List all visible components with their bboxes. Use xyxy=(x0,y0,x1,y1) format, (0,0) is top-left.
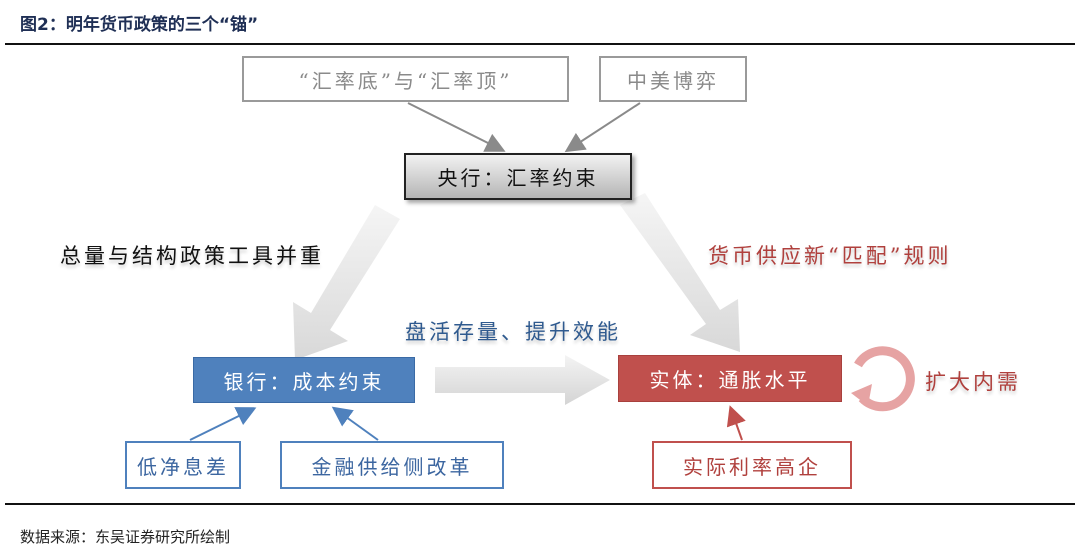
label-middle: 盘活存量、提升效能 xyxy=(405,320,621,344)
cycle-arrow-icon xyxy=(851,346,915,412)
arrow-realrate-to-entity xyxy=(726,405,746,441)
top-rule xyxy=(5,43,1075,45)
box-low-nim: 低净息差 xyxy=(125,441,241,489)
arrow-nim-to-bank xyxy=(189,407,257,441)
arrow-reform-to-bank xyxy=(331,406,379,441)
box-financial-reform: 金融供给侧改革 xyxy=(280,441,504,489)
bottom-rule xyxy=(5,503,1075,505)
source-note: 数据来源：东吴证券研究所绘制 xyxy=(20,528,231,546)
label-left: 总量与结构政策工具并重 xyxy=(60,244,324,268)
figure-title: 图2：明年货币政策的三个“锚” xyxy=(20,15,259,35)
box-bank: 银行：成本约束 xyxy=(193,357,415,403)
label-domestic-demand: 扩大内需 xyxy=(925,370,1021,394)
box-central-bank: 央行：汇率约束 xyxy=(404,153,632,200)
label-right: 货币供应新“匹配”规则 xyxy=(708,244,952,268)
arrow-exchange-to-central xyxy=(407,102,506,152)
box-exchange-rate-floor-ceiling: “汇率底”与“汇率顶” xyxy=(242,56,569,102)
big-arrow-central-to-entity xyxy=(620,193,740,352)
box-sino-us-game: 中美博弈 xyxy=(599,56,747,102)
big-arrow-central-to-bank xyxy=(293,205,400,360)
box-entity: 实体：通胀水平 xyxy=(618,355,842,402)
box-real-rate-high: 实际利率高企 xyxy=(652,441,852,489)
arrow-sinous-to-central xyxy=(564,102,641,153)
big-arrow-bank-to-entity xyxy=(435,355,610,405)
